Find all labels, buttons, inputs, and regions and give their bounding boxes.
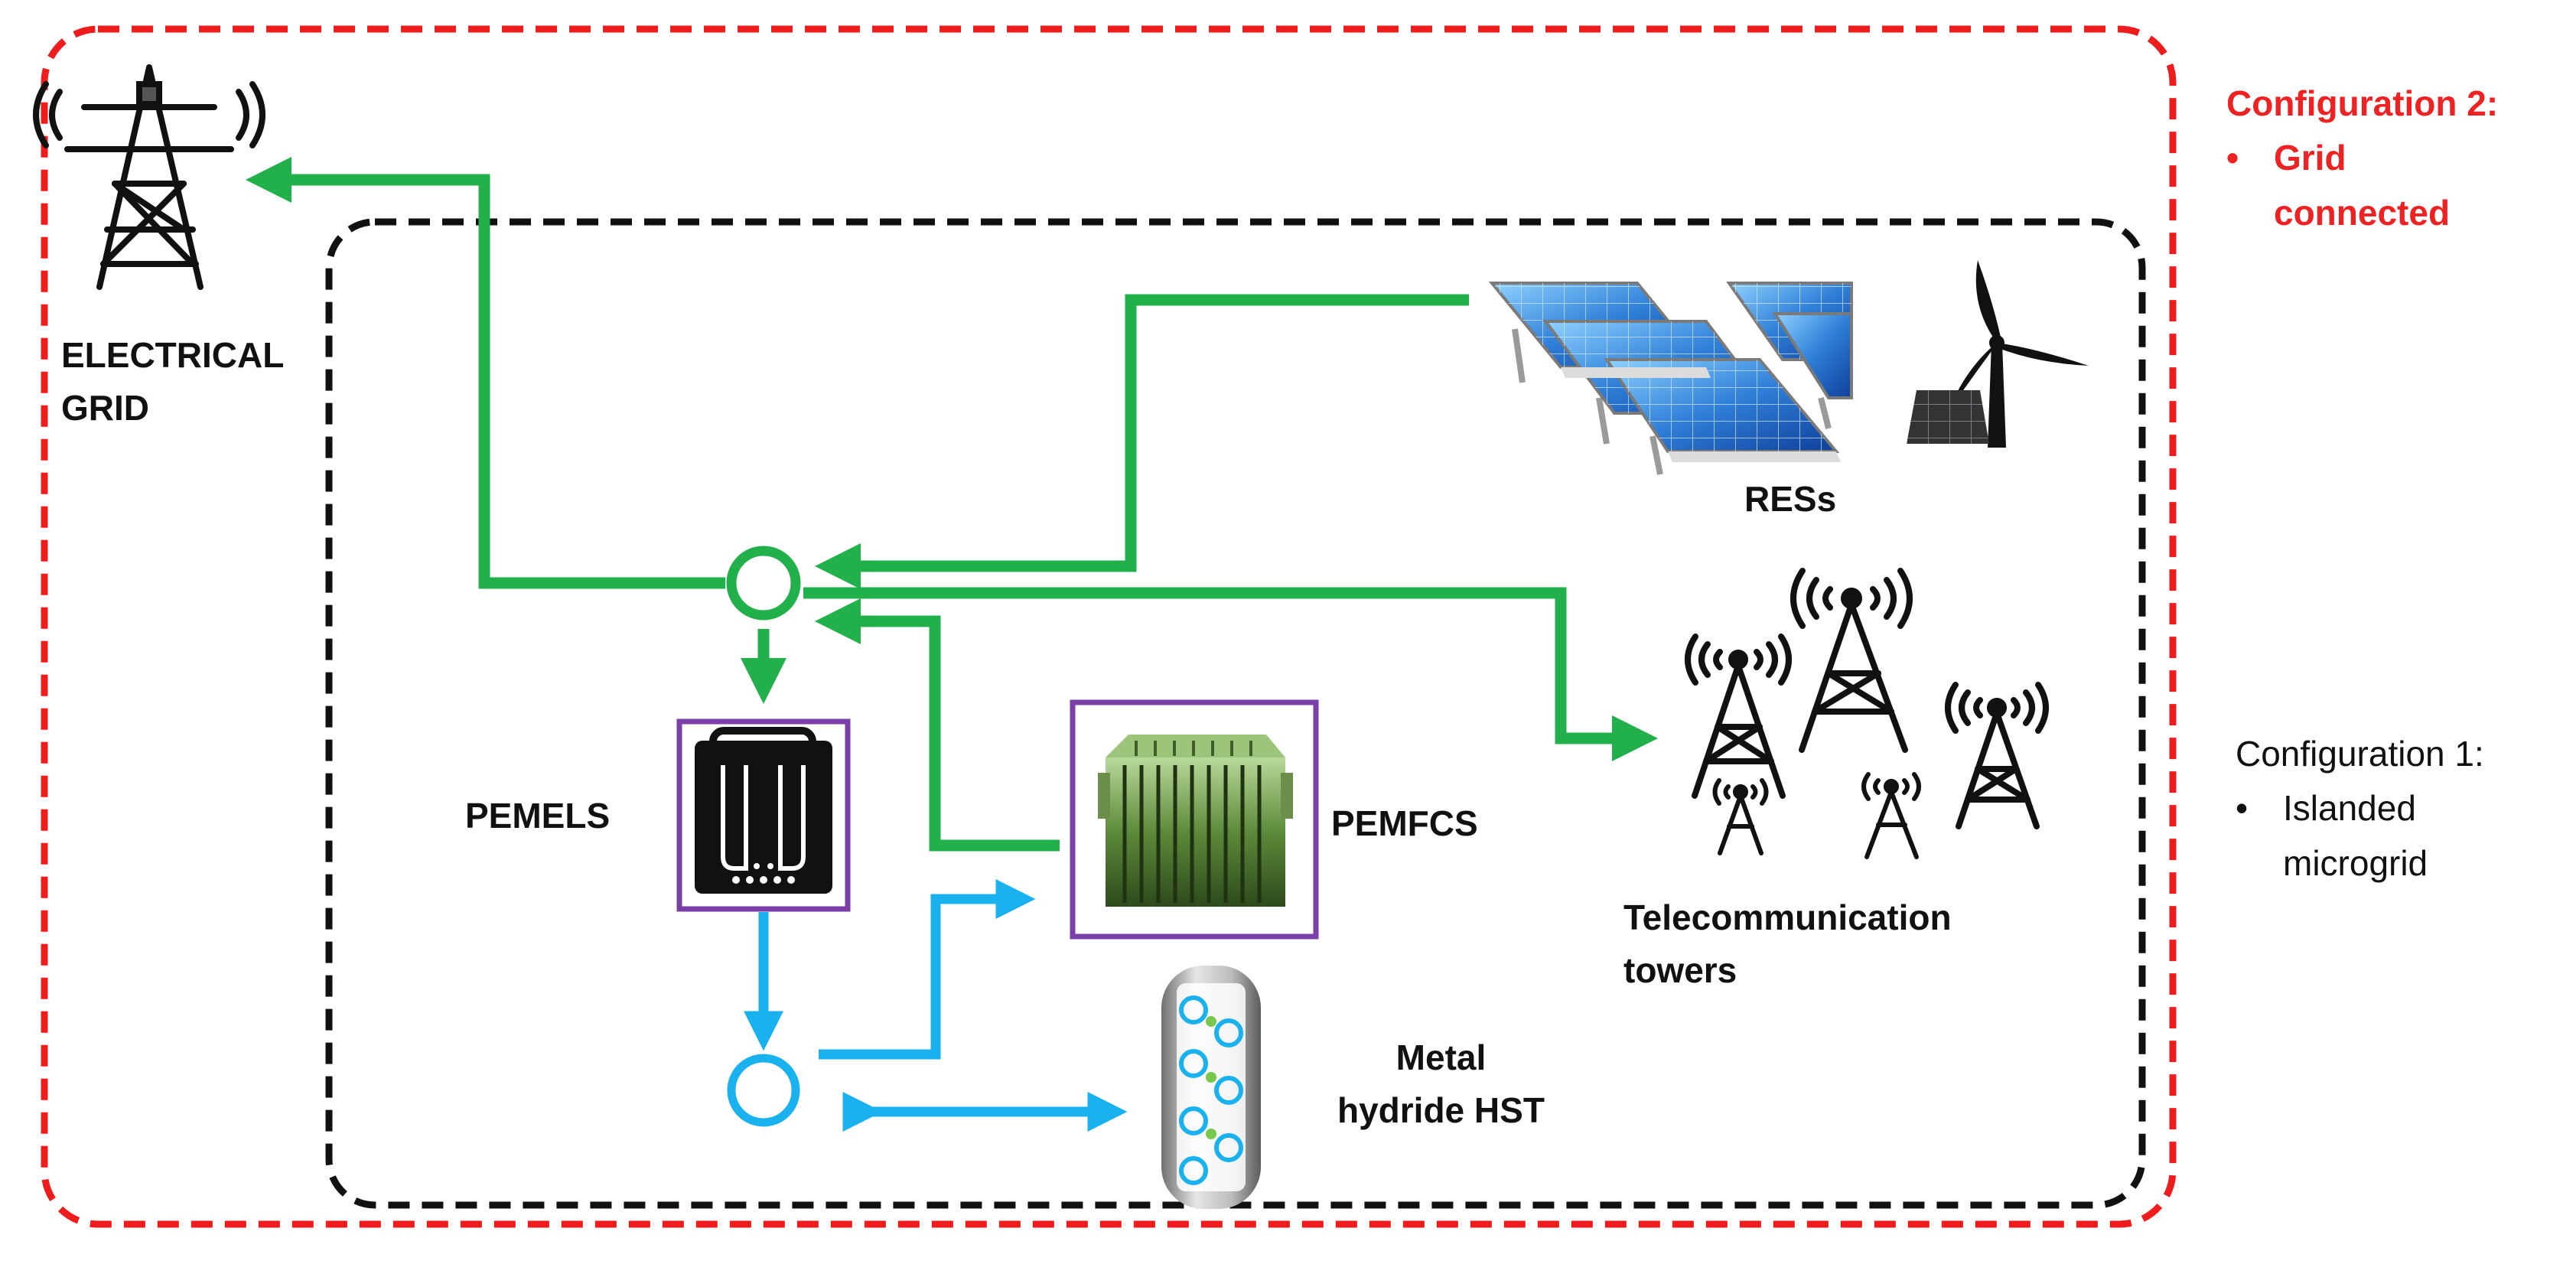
flow-res-to-hub xyxy=(815,294,1469,589)
label-telecom-line2: towers xyxy=(1623,950,1737,990)
label-electrical-grid-line2: GRID xyxy=(61,388,149,428)
label-pemels: PEMELS xyxy=(465,796,611,836)
fuel-cell-icon xyxy=(1070,699,1319,940)
transmission-tower-icon xyxy=(33,64,265,290)
tower-left xyxy=(1685,634,1792,799)
solar-panels-icon xyxy=(1488,282,1853,475)
flow-h2-node-to-pemfcs xyxy=(819,879,1036,1060)
label-metal-hydride-line2: hydride HST xyxy=(1337,1090,1545,1130)
config2-item-1: Grid xyxy=(2226,131,2498,185)
electrolyzer-icon xyxy=(676,718,851,912)
label-telecom-line1: Telecommunication xyxy=(1623,898,1952,937)
config1-item-1: Islanded xyxy=(2236,781,2484,836)
config2-boundary xyxy=(41,25,2177,1228)
tower-small-left xyxy=(1712,778,1769,855)
label-electrical-grid-line1: ELECTRICAL xyxy=(61,335,285,375)
power-hub-node xyxy=(726,546,801,621)
label-metal-hydride: Metal hydride HST xyxy=(1337,1031,1545,1137)
config2-title: Configuration 2: xyxy=(2226,83,2499,123)
tower-right xyxy=(1945,682,2049,829)
power-flows xyxy=(246,157,1658,852)
hydrogen-node xyxy=(727,1054,800,1127)
config1-title: Configuration 1: xyxy=(2236,734,2484,774)
label-metal-hydride-line1: Metal xyxy=(1395,1038,1487,1077)
label-electrical-grid: ELECTRICAL GRID xyxy=(61,329,284,435)
config2-item-2: connected xyxy=(2274,192,2451,233)
tower-large xyxy=(1790,568,1913,753)
label-res: RESs xyxy=(1744,479,1837,519)
flow-pemfcs-to-hub xyxy=(815,598,1060,852)
flow-hub-to-telecom xyxy=(803,587,1658,761)
config1-legend: Configuration 1: Islanded microgrid xyxy=(2236,727,2484,891)
hydride-tank-icon xyxy=(1161,966,1261,1209)
hydrogen-flows xyxy=(744,879,1128,1132)
wind-turbine-icon xyxy=(1907,260,2089,448)
label-pemfcs: PEMFCS xyxy=(1331,803,1478,843)
config1-item-2: microgrid xyxy=(2283,842,2428,883)
telecom-towers-icon xyxy=(1685,568,2049,859)
flow-hub-to-grid xyxy=(246,157,725,589)
label-telecom: Telecommunication towers xyxy=(1623,891,1952,997)
config2-legend: Configuration 2: Grid connected xyxy=(2226,77,2498,240)
tower-small-right xyxy=(1861,772,1921,859)
